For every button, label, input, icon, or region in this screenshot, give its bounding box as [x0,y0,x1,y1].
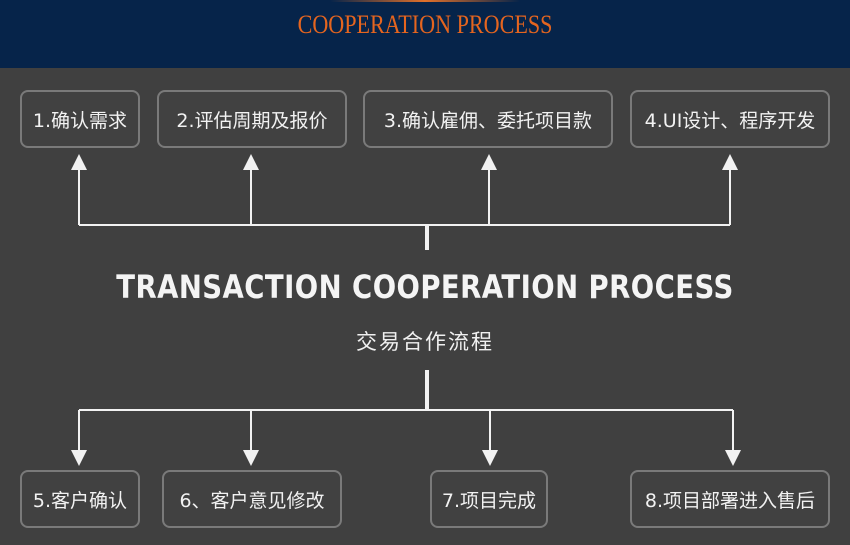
step-label: 8.项目部署进入售后 [644,489,816,512]
diagram-title: TRANSACTION COOPERATION PROCESS [116,268,734,306]
step-box-4: 4.UI设计、程序开发 [630,90,830,148]
step-box-8: 8.项目部署进入售后 [630,470,830,528]
step-label: 2.评估周期及报价 [176,109,328,132]
step-label: 7.项目完成 [441,489,537,512]
step-box-6: 6、客户意见修改 [162,470,342,528]
step-label: 6、客户意见修改 [179,489,325,512]
diagram-subtitle: 交易合作流程 [356,330,494,354]
step-label: 4.UI设计、程序开发 [644,109,816,132]
header-glow-line [330,0,520,2]
step-box-5: 5.客户确认 [20,470,140,528]
step-box-3: 3.确认雇佣、委托项目款 [363,90,613,148]
header-title: COOPERATION PROCESS [297,10,553,39]
step-label: 1.确认需求 [32,109,128,132]
step-box-2: 2.评估周期及报价 [157,90,347,148]
step-box-7: 7.项目完成 [430,470,548,528]
step-box-1: 1.确认需求 [20,90,140,148]
step-label: 3.确认雇佣、委托项目款 [383,109,593,132]
header-banner: COOPERATION PROCESS [0,0,850,68]
step-label: 5.客户确认 [32,489,128,512]
